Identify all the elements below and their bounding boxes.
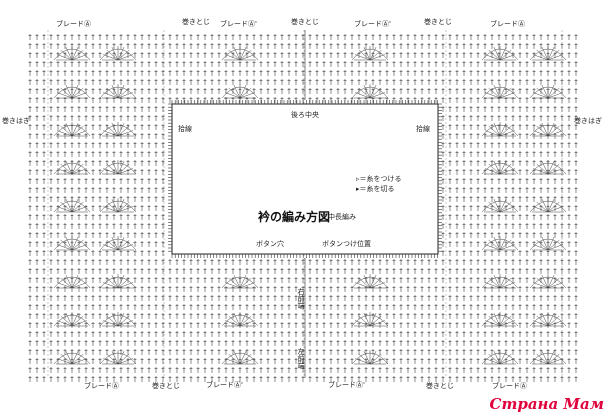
left-front-label: 左前端 [297, 348, 305, 369]
braid-a-prime-label-bottom-1: ブレードⒶ' [206, 381, 243, 389]
maki-toji-label-top-2: 巻きとじ [291, 18, 319, 26]
legend-text-attach: ＝糸をつける [359, 175, 402, 183]
braid-a-label-top-1: ブレードⒶ [56, 20, 91, 28]
braid-a-prime-label-top-2: ブレードⒶ' [354, 20, 391, 28]
pick-up-label-right: 拾線 [416, 125, 430, 133]
maki-hagi-label-right: 巻きはぎ [574, 117, 602, 125]
maki-hagi-label-left: 巻きはぎ [2, 117, 30, 125]
filled-triangle-icon: ▸ [356, 185, 360, 193]
legend-text-cut: ＝糸を切る [359, 185, 395, 193]
stitch-note: 中長編み [328, 213, 356, 221]
legend-item-cut: ▸＝糸を切る [356, 184, 395, 194]
button-hole-label: ボタン穴 [256, 240, 284, 248]
back-center-label: 後ろ中央 [291, 111, 319, 119]
maki-toji-label-top-1: 巻きとじ [182, 18, 210, 26]
crochet-pattern [28, 30, 578, 382]
diagram-title: 衿の編み方図 [258, 210, 331, 224]
braid-a-label-bottom-1: ブレードⒶ [84, 382, 119, 390]
collar-body [171, 103, 439, 255]
button-position-label: ボタンつけ位置 [322, 240, 371, 248]
braid-a-label-bottom-2: ブレードⒶ [492, 382, 527, 390]
braid-a-prime-label-bottom-2: ブレードⒶ' [328, 381, 365, 389]
maki-toji-label-bottom-1: 巻きとじ [152, 382, 180, 390]
open-triangle-icon: ▹ [356, 175, 360, 183]
maki-toji-label-bottom-2: 巻きとじ [426, 382, 454, 390]
watermark: Страна Мам [489, 395, 604, 413]
right-front-label: 右前端 [297, 288, 305, 309]
pick-up-label-left: 拾線 [178, 125, 192, 133]
collar-edge-ticks [168, 30, 442, 378]
maki-toji-label-top-3: 巻きとじ [424, 18, 452, 26]
legend-item-attach: ▹＝糸をつける [356, 174, 402, 184]
braid-a-prime-label-top-1: ブレードⒶ' [220, 20, 257, 28]
braid-a-label-top-2: ブレードⒶ [490, 20, 525, 28]
